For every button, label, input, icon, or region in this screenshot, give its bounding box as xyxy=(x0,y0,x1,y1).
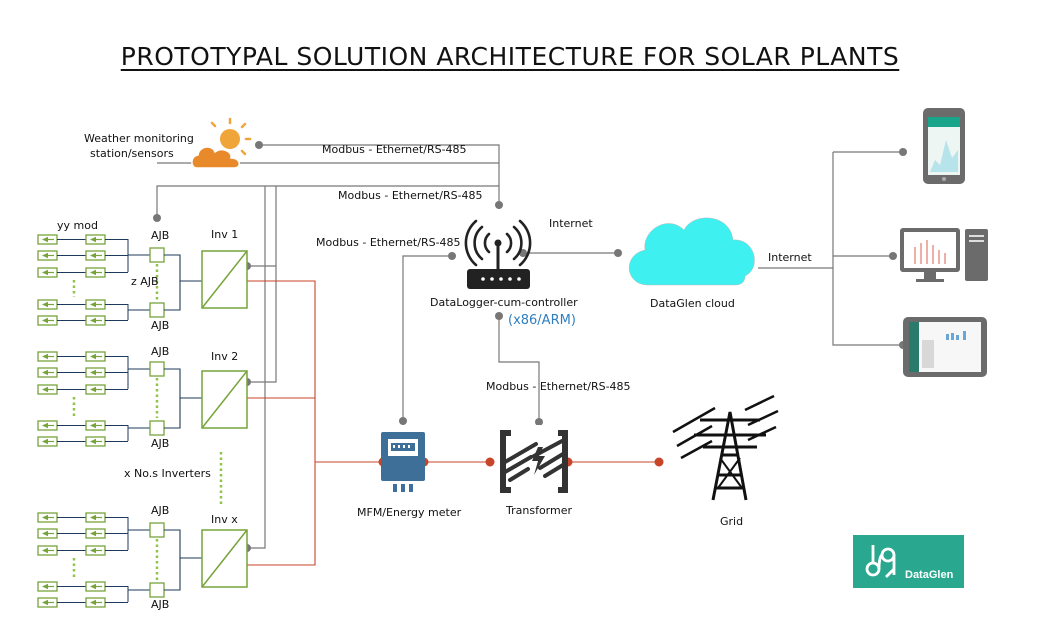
weather-icon xyxy=(191,117,252,169)
router-icon xyxy=(464,219,532,289)
ajb-dots xyxy=(155,264,223,580)
ajb-label: AJB xyxy=(151,319,170,332)
mobile-icon xyxy=(923,108,965,184)
internet-label-2: Internet xyxy=(768,251,812,264)
transformer-label: Transformer xyxy=(506,504,573,517)
weather-label: Weather monitoring xyxy=(84,132,194,145)
modbus-label-top: Modbus - Ethernet/RS-485 xyxy=(322,143,467,156)
dataglen-logo-icon xyxy=(853,535,964,588)
modbus-label-bottom: Modbus - Ethernet/RS-485 xyxy=(486,380,631,393)
pv-array-2 xyxy=(38,352,150,446)
ajb-label: AJB xyxy=(151,437,170,450)
pv-array-x xyxy=(38,513,150,607)
cloud-icon xyxy=(628,217,755,286)
inverters-count-label: x No.s Inverters xyxy=(124,467,211,480)
transmission-tower-icon xyxy=(672,394,779,501)
transformer-icon xyxy=(500,425,568,498)
tablet-icon xyxy=(903,317,987,377)
arch-label: (x86/ARM) xyxy=(508,313,576,328)
ac-power-lines xyxy=(247,280,659,566)
z-ajb-label: z AJB xyxy=(131,275,159,288)
modbus-label-mid: Modbus - Ethernet/RS-485 xyxy=(338,189,483,202)
pv-array-1 xyxy=(38,235,150,325)
yy-mod-label: yy mod xyxy=(57,219,98,232)
dc-lines xyxy=(164,254,202,591)
page-title: PROTOTYPAL SOLUTION ARCHITECTURE FOR SOL… xyxy=(120,42,900,71)
internet-label-1: Internet xyxy=(549,217,593,230)
grid-label: Grid xyxy=(720,515,744,528)
inv2-label: Inv 2 xyxy=(211,350,239,363)
datalogger-label: DataLogger-cum-controller xyxy=(430,296,578,309)
logo-text: DataGlen xyxy=(905,569,954,581)
weather-label-2: station/sensors xyxy=(90,147,174,160)
ajb-label: AJB xyxy=(151,598,170,611)
ajb-label: AJB xyxy=(151,504,170,517)
ajb-label: AJB xyxy=(151,229,170,242)
modbus-label-left: Modbus - Ethernet/RS-485 xyxy=(316,236,461,249)
energy-meter-icon xyxy=(381,432,425,492)
inverters xyxy=(201,250,248,588)
invx-label: Inv x xyxy=(211,513,238,526)
desktop-icon xyxy=(900,228,988,282)
cloud-label: DataGlen cloud xyxy=(650,297,735,310)
ajb-label: AJB xyxy=(151,345,170,358)
mfm-label: MFM/Energy meter xyxy=(357,506,462,519)
inv1-label: Inv 1 xyxy=(211,228,239,241)
